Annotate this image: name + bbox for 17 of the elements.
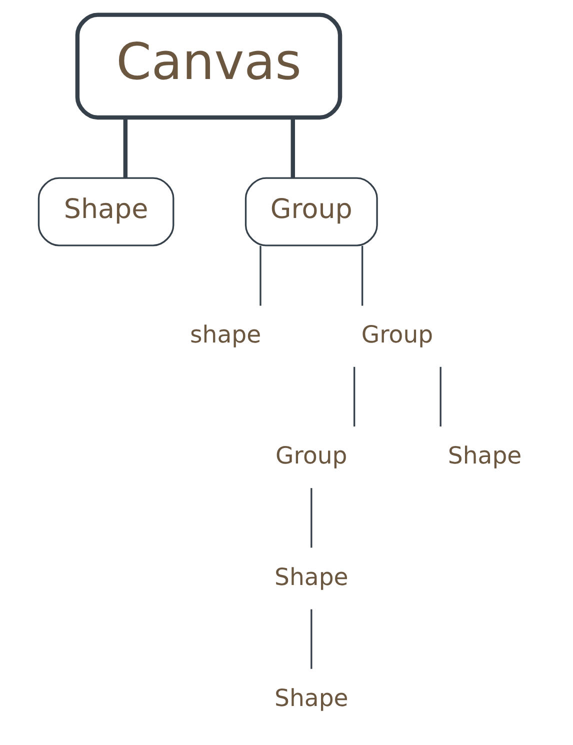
connector xyxy=(122,118,128,178)
node-text: Group xyxy=(360,320,433,349)
connector xyxy=(310,609,312,669)
connector xyxy=(352,366,355,427)
connector xyxy=(290,118,294,178)
connector xyxy=(360,246,363,306)
node-text: Group xyxy=(275,442,347,470)
node-text: shape xyxy=(190,320,261,349)
connector xyxy=(439,366,441,427)
node-text: Shape xyxy=(274,684,348,712)
node-box: Shape xyxy=(37,177,174,246)
node-box: Canvas xyxy=(74,12,342,120)
node-text: Shape xyxy=(274,562,348,591)
connector xyxy=(259,246,261,306)
node-text: Shape xyxy=(447,442,522,470)
connector xyxy=(310,488,312,548)
node-box: Group xyxy=(244,177,378,246)
